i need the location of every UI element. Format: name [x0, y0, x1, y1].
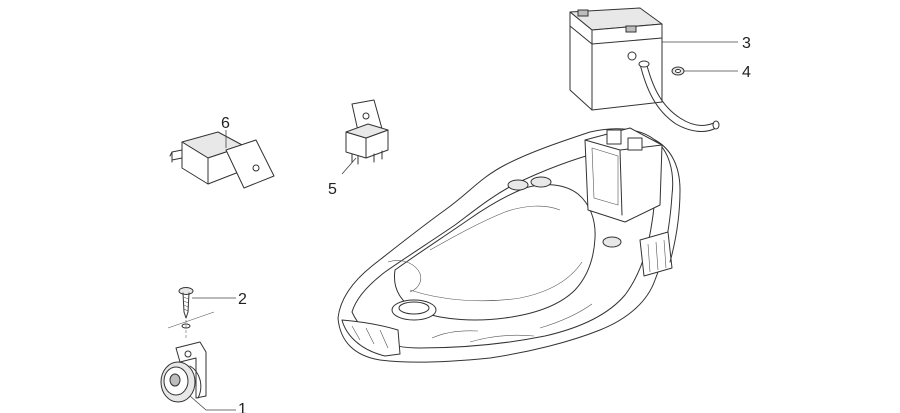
battery-vent	[627, 51, 637, 61]
body-hatch-2	[469, 334, 535, 343]
nut-part	[671, 66, 685, 76]
battery-front-face	[569, 11, 593, 111]
relay-mount-hole	[362, 112, 370, 120]
nut-hole	[675, 68, 681, 74]
leader-1	[189, 395, 236, 411]
screw-shank	[182, 292, 190, 319]
relay-pins	[351, 150, 383, 165]
label-relay: 5	[328, 181, 337, 198]
compartment-tab-right	[627, 137, 643, 151]
front-cup-outer	[391, 299, 437, 321]
body-hatch-1	[431, 330, 479, 339]
body-side-bracket-rib	[647, 239, 667, 273]
battery-terminal-left	[577, 9, 589, 17]
battery-lid-band	[591, 37, 663, 45]
body-floor-contour-c	[387, 260, 422, 293]
label-horn: 1	[238, 401, 247, 413]
body-rear-lip	[654, 139, 681, 263]
battery-compartment	[584, 127, 663, 223]
battery-compartment-edge	[619, 149, 623, 216]
screw-head	[178, 287, 194, 295]
underseat-body	[337, 127, 681, 363]
body-boss-2	[530, 176, 552, 188]
screw-washer	[181, 323, 191, 329]
front-cup-inner	[398, 301, 430, 315]
flasher-part	[169, 131, 275, 189]
screw-mount-plane	[167, 311, 215, 329]
battery-terminal-right	[625, 25, 637, 33]
battery-vent-tube-end	[712, 120, 720, 130]
battery-compartment-inner	[591, 147, 619, 206]
body-hatch-3	[539, 303, 593, 329]
body-seat-opening	[393, 184, 596, 321]
label-battery: 3	[742, 35, 751, 52]
horn-disc-center	[169, 373, 181, 387]
compartment-tab-left	[606, 129, 622, 145]
battery-assembly	[569, 7, 720, 132]
leader-lines	[189, 41, 738, 411]
horn-bracket	[175, 341, 207, 399]
battery-lid-band-front	[569, 25, 593, 45]
body-side-bracket	[639, 231, 673, 277]
part-labels: 1 2 3 4 5 6	[221, 35, 751, 413]
screw-part	[167, 287, 215, 340]
body-floor-contour-a	[409, 261, 583, 302]
flasher-mount-hole	[252, 164, 260, 172]
horn-part	[160, 341, 207, 403]
body-floor-contour-b	[429, 205, 561, 251]
label-flasher: 6	[221, 115, 230, 132]
battery-vent-tube-inner	[639, 63, 717, 132]
body-boss-1	[507, 179, 529, 191]
horn-disc-rim	[189, 365, 202, 399]
body-front-nose-detail	[351, 325, 389, 349]
battery-side-face	[591, 23, 663, 111]
flasher-mount-tab	[225, 139, 275, 189]
relay-body-top	[345, 123, 389, 139]
screw-thread	[182, 296, 190, 312]
battery-vent-tube-outer	[645, 61, 717, 126]
relay-part	[345, 99, 389, 165]
flasher-connector	[169, 149, 183, 163]
body-boss-3	[602, 236, 622, 248]
horn-bracket-hole	[184, 350, 192, 358]
label-screw: 2	[238, 291, 247, 308]
label-nut: 4	[742, 64, 751, 81]
battery-vent-tube-collar	[638, 60, 650, 68]
leader-5	[341, 157, 357, 175]
